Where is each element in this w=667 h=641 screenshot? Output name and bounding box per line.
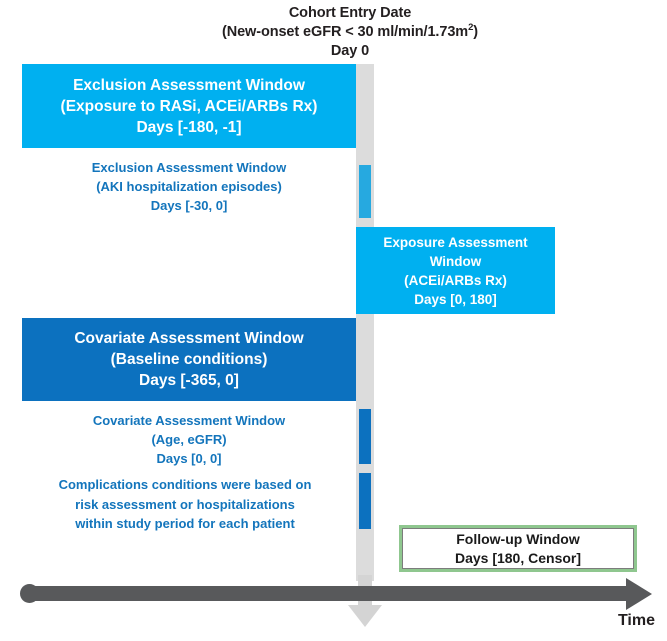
header-line-1: Cohort Entry Date: [288, 5, 412, 21]
complications-line-2: risk assessment or hospitalizations: [75, 496, 295, 512]
covariate-age-egfr-note: Covariate Assessment Window (Age, eGFR) …: [22, 411, 356, 468]
followup-line-2: Days [180, Censor]: [454, 549, 582, 566]
covariate2-line-2: (Age, eGFR): [151, 432, 227, 447]
covariate-line-3: Days [-365, 0]: [139, 372, 239, 389]
exposure-assessment-window-block: Exposure Assessment Window (ACEi/ARBs Rx…: [356, 227, 555, 314]
time-axis-arrow-head-icon: [626, 578, 652, 610]
covariate-assessment-window-block: Covariate Assessment Window (Baseline co…: [22, 318, 356, 401]
header-line-3: Day 0: [330, 43, 370, 59]
complications-line-1: Complications conditions were based on: [58, 477, 312, 492]
complications-line-3: within study period for each patient: [75, 516, 295, 531]
exclusion-line-1: Exclusion Assessment Window: [73, 76, 305, 94]
follow-up-window-block: Follow-up Window Days [180, Censor]: [399, 525, 637, 572]
header-line-2: (New-onset eGFR < 30 ml/min/1.73m2): [170, 23, 530, 42]
time-axis-label: Time: [617, 612, 655, 629]
header-line-2-close: ): [473, 24, 479, 40]
aki-exclusion-note: Exclusion Assessment Window (AKI hospita…: [22, 158, 356, 215]
exclusion-line-3: Days [-180, -1]: [136, 118, 242, 136]
exposure-line-4: Days [0, 180]: [414, 291, 497, 307]
time-axis-shaft: [28, 586, 630, 601]
vertical-arrow-head-icon: [348, 605, 382, 627]
tickbar-complications: [359, 473, 371, 529]
exclusion-line-2: (Exposure to RASi, ACEi/ARBs Rx): [60, 97, 318, 115]
tickbar-aki-window: [359, 165, 371, 218]
header-line-2-text: (New-onset eGFR < 30 ml/min/1.73m: [221, 24, 469, 40]
cohort-entry-header: Cohort Entry Date (New-onset eGFR < 30 m…: [170, 4, 530, 61]
exposure-line-3: (ACEi/ARBs Rx): [404, 272, 507, 288]
exclusion-assessment-window-block: Exclusion Assessment Window (Exposure to…: [22, 64, 356, 148]
aki-note-line-2: (AKI hospitalization episodes): [96, 179, 282, 194]
tickbar-covariate-day0: [359, 409, 371, 464]
complications-note: Complications conditions were based on r…: [14, 475, 356, 534]
header-superscript: 2: [468, 22, 474, 34]
exposure-line-1: Exposure Assessment: [383, 234, 528, 250]
followup-line-1: Follow-up Window: [456, 530, 580, 547]
aki-note-line-3: Days [-30, 0]: [150, 198, 228, 213]
covariate-line-2: (Baseline conditions): [110, 351, 268, 368]
covariate-line-1: Covariate Assessment Window: [74, 330, 304, 347]
aki-note-line-1: Exclusion Assessment Window: [91, 160, 287, 175]
covariate2-line-3: Days [0, 0]: [156, 451, 222, 466]
exposure-line-2: Window: [429, 253, 482, 269]
covariate2-line-1: Covariate Assessment Window: [92, 413, 286, 428]
